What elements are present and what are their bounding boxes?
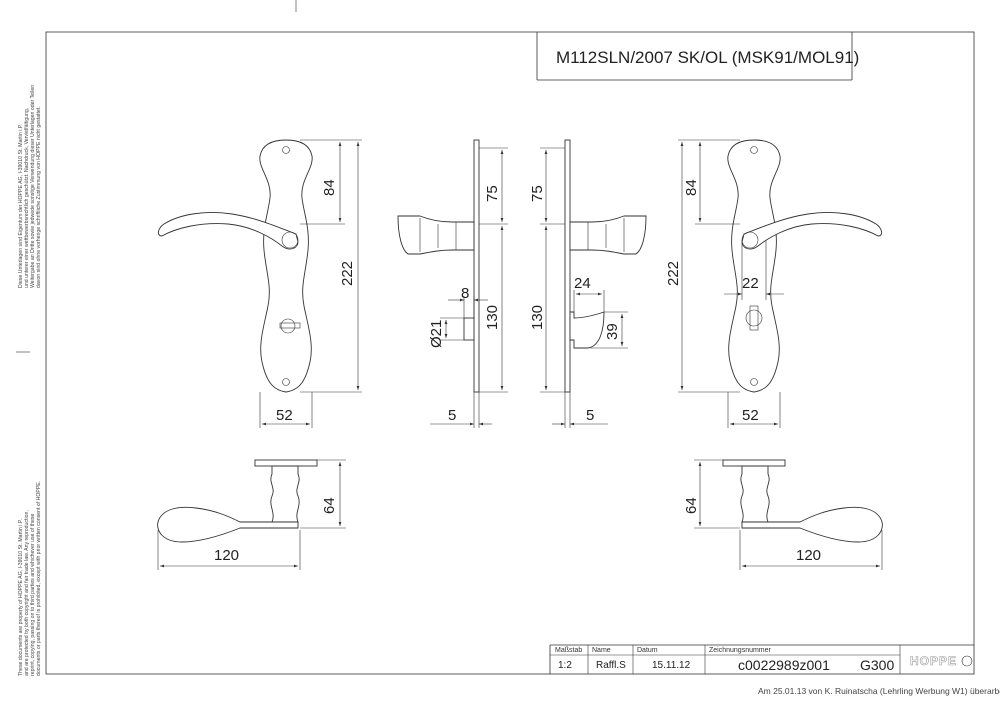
drawing-number-value: c0022989z001 (738, 657, 830, 673)
backplate-right (727, 139, 781, 393)
thumbturn-bar (749, 305, 759, 331)
dim-label: 120 (214, 547, 239, 564)
dim-label: 84 (683, 179, 700, 196)
screw-hole-top (750, 146, 758, 154)
copyright-english: These documents are property of HOPPE AG… (18, 481, 42, 676)
dim-label: 5 (448, 407, 456, 424)
screw-hole-bottom (282, 378, 290, 386)
dim-label: 22 (742, 275, 759, 292)
dim-label: 120 (796, 547, 821, 564)
dim-label: 222 (339, 261, 356, 286)
dim-label: 8 (461, 285, 469, 302)
scale-label: Maßstab (555, 647, 582, 654)
top-view-left: 64 120 (157, 459, 346, 570)
lever-handle-left (157, 212, 299, 250)
side-view-left: 75 130 8 Ø21 5 (397, 139, 508, 428)
copyright-en-line: documents or parts thereof is prohibited… (36, 481, 42, 676)
dim-label: 52 (742, 407, 759, 424)
dim-label: 24 (574, 275, 591, 292)
copyright-german: Diese Unterlagen sind Eigentum der HOPPE… (18, 85, 42, 288)
dim-label: 64 (683, 497, 700, 514)
dim-label: 39 (604, 323, 621, 340)
cylinder-profile (463, 317, 475, 341)
copyright-de-line: Diese Unterlagen sind Eigentum der HOPPE… (18, 124, 24, 288)
revision-note: Am 25.01.13 von K. Ruinatscha (Lehrling … (758, 686, 1000, 696)
dim-label: 222 (665, 261, 682, 286)
hoppe-logo: HOPPE (910, 654, 957, 668)
scale-value: 1:2 (558, 660, 572, 671)
dim-label: 64 (321, 497, 338, 514)
group-value: G300 (860, 657, 894, 673)
thumbturn-profile (569, 311, 605, 349)
dim-label: 75 (484, 185, 501, 202)
rose-plate (722, 459, 786, 467)
name-label: Name (592, 647, 611, 654)
neck (270, 465, 300, 523)
copyright-en-line: These documents are property of HOPPE AG… (18, 519, 24, 676)
dim-label: 130 (529, 305, 546, 330)
date-label: Datum (637, 647, 658, 654)
dim-label: 130 (484, 305, 501, 330)
copyright-de-line: davon sind ohne vorherige schriftliche Z… (36, 106, 42, 288)
rose-plate (254, 459, 318, 467)
drawing-number-label: Zeichnungsnummer (709, 647, 772, 654)
date-value: 15.11.12 (652, 660, 691, 671)
backplate-left (259, 139, 313, 393)
drawing-frame (45, 31, 975, 675)
plate-edge (473, 139, 480, 393)
dim-label: 75 (529, 185, 546, 202)
handle-profile (569, 215, 647, 255)
drawing-title: M112SLN/2007 SK/OL (MSK91/MOL91) (556, 48, 859, 67)
name-value: Raffl.S (596, 660, 626, 671)
handle-profile (397, 215, 475, 255)
screw-hole-bottom (750, 378, 758, 386)
title-block: Maßstab 1:2 Name Raffl.S Datum 15.11.12 … (549, 644, 974, 674)
copyright-de-line: Weitergabe an Dritte sowie jedwede sonst… (30, 85, 36, 288)
lever-top (157, 506, 299, 543)
screw-hole-top (282, 146, 290, 154)
keyhole-circle (280, 318, 296, 334)
lever-handle-right (741, 212, 883, 250)
front-view-left: 84 222 52 (157, 139, 362, 428)
side-view-right: 75 130 24 39 5 (529, 139, 647, 428)
dim-label: 52 (276, 407, 293, 424)
top-view-right: 64 120 (683, 459, 883, 570)
dim-label: 84 (321, 179, 338, 196)
keyhole-slot (279, 322, 301, 329)
thumbturn-rose (745, 309, 763, 327)
plate-edge (564, 139, 571, 393)
logo-mark-icon (961, 655, 973, 667)
copyright-en-line: reprint, copying, passing on to third pa… (30, 514, 36, 676)
front-view-right: 84 222 22 52 (665, 139, 883, 428)
dim-label: 5 (586, 407, 594, 424)
copyright-en-line: and are protected by both copyright and … (24, 510, 30, 676)
dim-label: Ø21 (428, 320, 445, 348)
copyright-de-line: und unterer einer wettbewerbsrechtlich g… (24, 108, 30, 288)
lever-top (741, 506, 883, 543)
neck (740, 465, 770, 523)
rose-left (281, 231, 299, 249)
